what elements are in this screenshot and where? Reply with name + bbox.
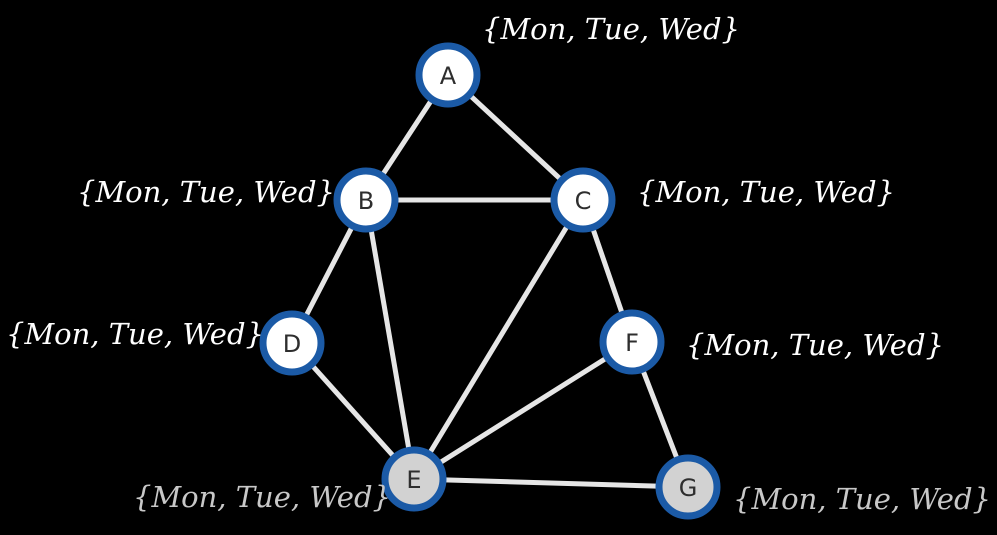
domain-label-d: {Mon, Tue, Wed} — [6, 317, 264, 351]
node-circle — [415, 42, 481, 108]
node-circle — [655, 454, 721, 520]
node-b: B — [333, 167, 399, 233]
domain-label-a: {Mon, Tue, Wed} — [482, 12, 740, 46]
node-label: B — [358, 187, 374, 215]
node-d: D — [259, 310, 325, 376]
node-label: D — [283, 330, 301, 358]
node-circle — [333, 167, 399, 233]
domain-labels-layer: {Mon, Tue, Wed} {Mon, Tue, Wed} {Mon, Tue,… — [6, 12, 991, 516]
edge-e-f — [411, 339, 635, 482]
node-g: G — [655, 454, 721, 520]
nodes-layer: A B C D E F G — [259, 42, 721, 520]
node-c: C — [550, 167, 616, 233]
node-label: G — [679, 474, 698, 502]
node-circle — [550, 167, 616, 233]
node-a: A — [415, 42, 481, 108]
node-circle — [259, 310, 325, 376]
node-label: A — [440, 62, 457, 90]
node-label: F — [625, 329, 639, 357]
edge-c-e — [411, 197, 586, 482]
domain-label-c: {Mon, Tue, Wed} — [637, 175, 895, 209]
node-f: F — [599, 309, 665, 375]
edges-layer — [289, 72, 691, 490]
node-circle — [599, 309, 665, 375]
node-circle — [381, 446, 447, 512]
domain-label-g: {Mon, Tue, Wed} — [733, 482, 991, 516]
domain-label-e: {Mon, Tue, Wed} — [133, 480, 391, 514]
domain-label-b: {Mon, Tue, Wed} — [77, 175, 335, 209]
node-e: E — [381, 446, 447, 512]
edge-b-e — [363, 197, 417, 482]
edge-e-g — [411, 476, 691, 490]
node-label: C — [575, 187, 592, 215]
domain-label-f: {Mon, Tue, Wed} — [686, 328, 944, 362]
node-label: E — [406, 466, 421, 494]
